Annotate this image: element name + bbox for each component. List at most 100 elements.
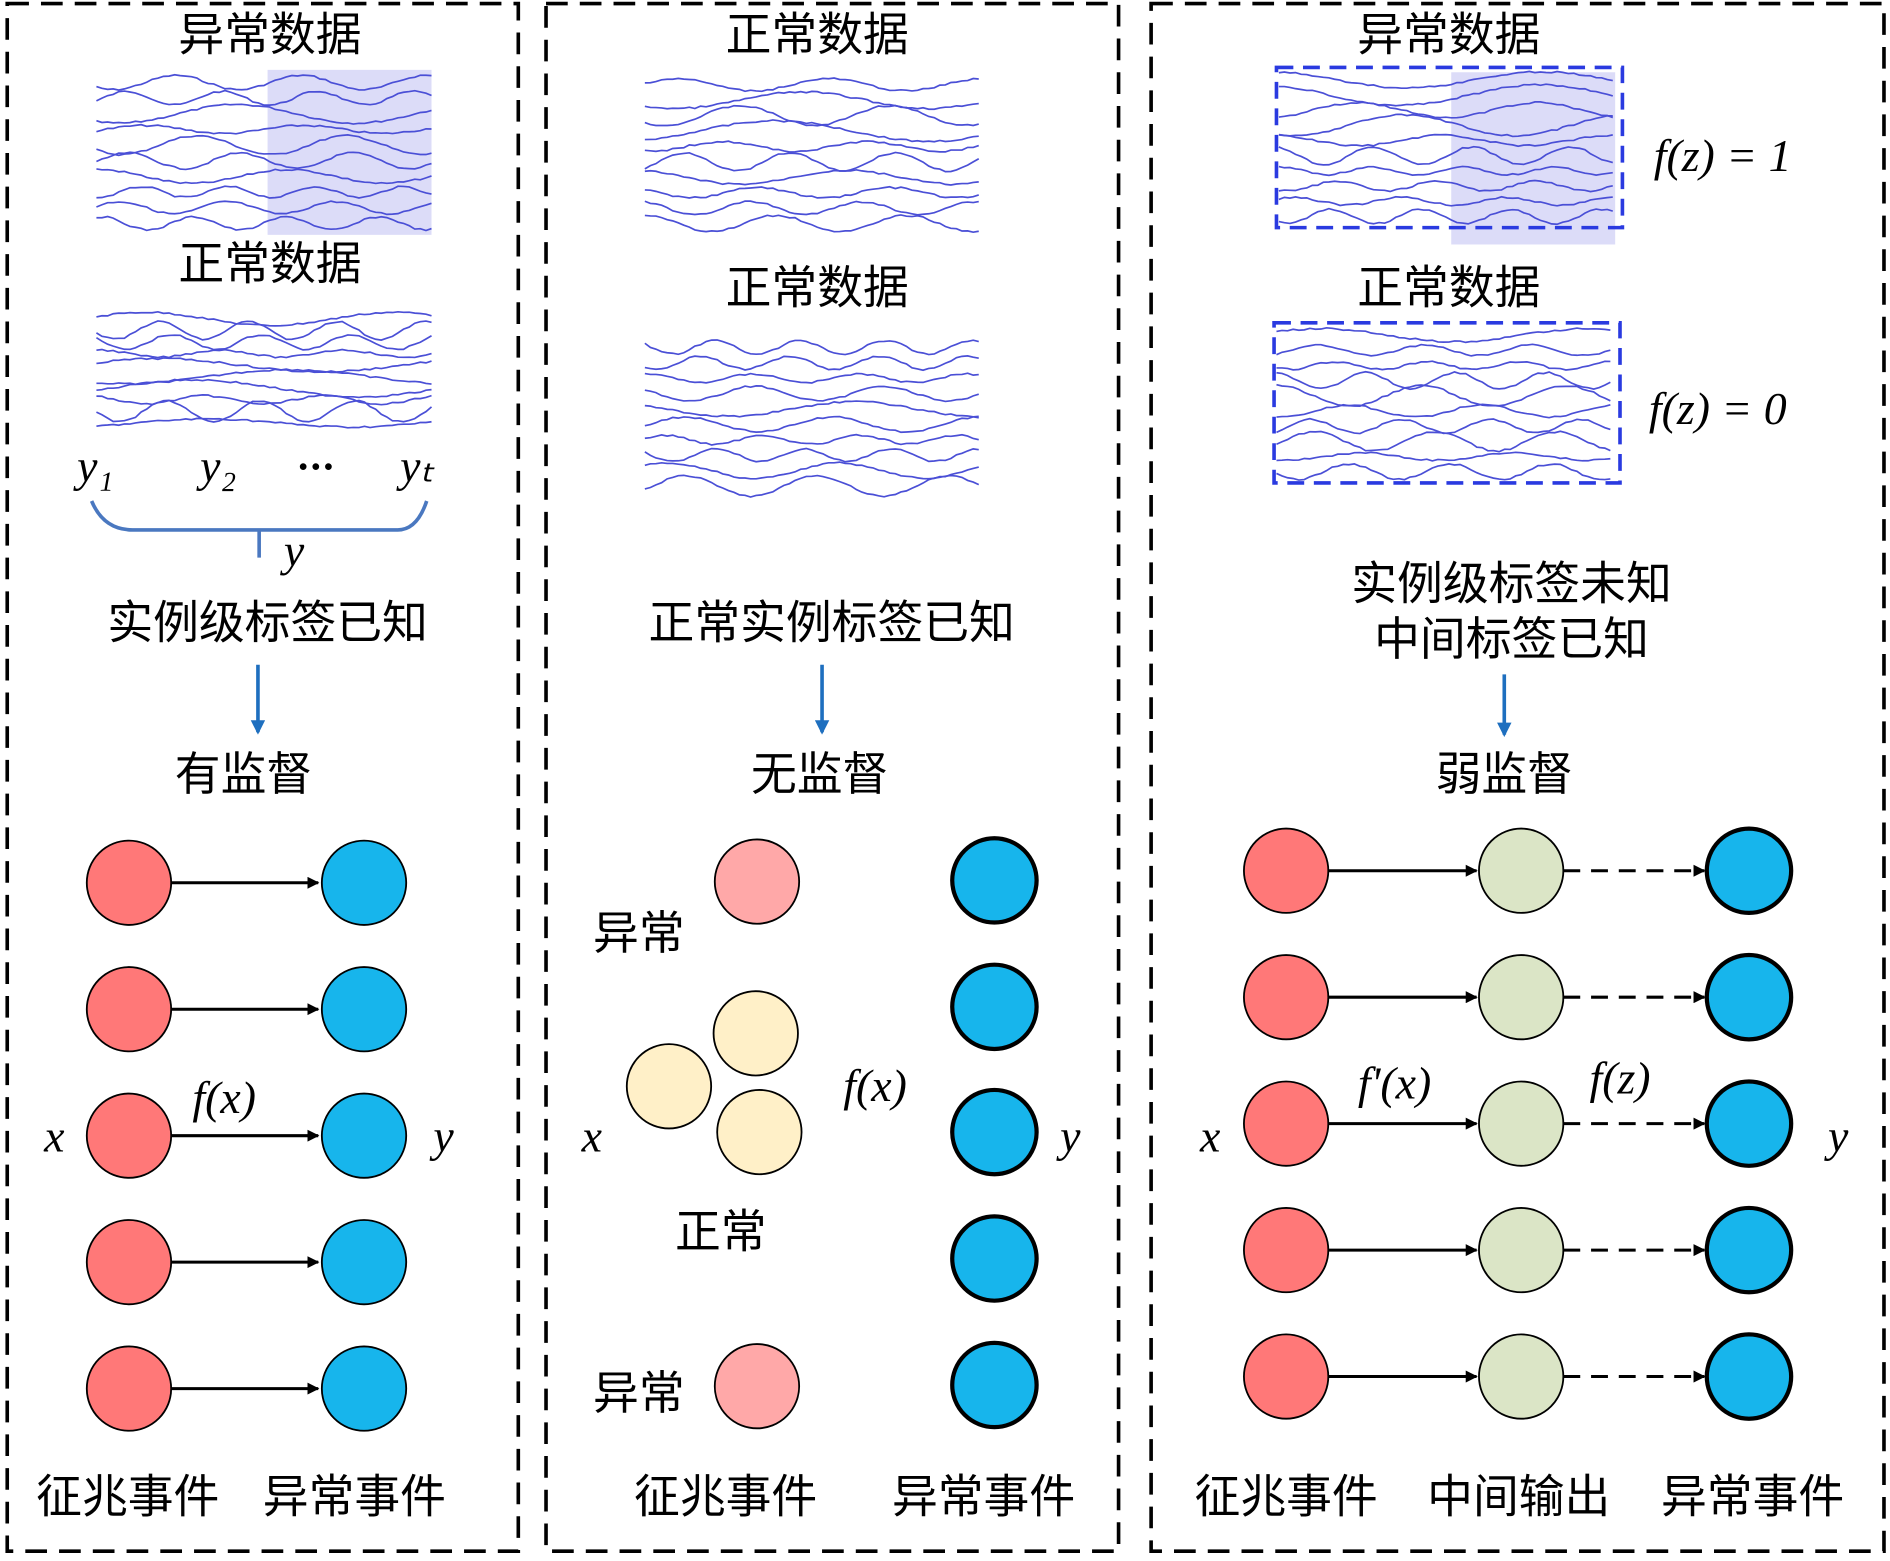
anomaly-events-label: 异常事件 bbox=[263, 1471, 446, 1524]
instance-label-known-text: 实例级标签已知 bbox=[107, 596, 428, 649]
time-series-line bbox=[1278, 179, 1613, 193]
anomalous-precursor-node bbox=[713, 1343, 801, 1430]
panel-weakly-supervised-frame bbox=[1149, 1, 1886, 1553]
label-fx: f(x) bbox=[843, 1060, 907, 1111]
anomaly-event-node bbox=[950, 1340, 1039, 1430]
label-x: x bbox=[581, 1110, 602, 1161]
anomaly-event-node bbox=[320, 1092, 408, 1179]
time-series-line bbox=[644, 140, 980, 153]
time-series-line bbox=[1276, 326, 1611, 344]
precursor-events-label: 征兆事件 bbox=[1195, 1471, 1378, 1524]
normal-precursor-node bbox=[712, 990, 799, 1077]
time-series-line bbox=[644, 168, 979, 186]
anomalous-data-title: 异常数据 bbox=[1357, 9, 1540, 62]
time-series-line bbox=[96, 215, 432, 232]
time-series-line bbox=[96, 368, 432, 386]
method-weakly-supervised: 弱监督 bbox=[1436, 748, 1573, 801]
time-series-line bbox=[644, 90, 979, 111]
anomaly-event-node bbox=[1704, 952, 1794, 1042]
anomaly-event-node bbox=[950, 962, 1039, 1052]
time-series-line bbox=[96, 168, 432, 185]
anomaly-event-node bbox=[320, 1219, 408, 1306]
label-yt: yₜ bbox=[396, 441, 435, 492]
brace bbox=[89, 500, 429, 558]
precursor-event-node bbox=[85, 839, 173, 926]
time-series-line bbox=[96, 123, 432, 135]
time-series-line bbox=[644, 104, 979, 127]
time-series-line bbox=[644, 214, 979, 234]
normal-bag-box bbox=[1272, 320, 1622, 485]
time-series-line bbox=[644, 372, 979, 384]
anomaly-label-top: 异常 bbox=[593, 907, 685, 960]
intermediate-output-node bbox=[1478, 1207, 1565, 1294]
anomalous-precursor-node bbox=[713, 838, 801, 925]
time-series-line bbox=[1276, 430, 1611, 453]
time-series-line bbox=[96, 134, 432, 157]
time-series-line bbox=[1276, 343, 1611, 357]
anomaly-event-node bbox=[320, 839, 408, 926]
normal-label-known-text: 正常实例标签已知 bbox=[649, 596, 1015, 649]
time-series-line bbox=[96, 200, 432, 216]
anomaly-event-node bbox=[1704, 1205, 1794, 1295]
method-supervised: 有监督 bbox=[175, 748, 312, 801]
anomaly-event-node bbox=[950, 1214, 1039, 1303]
time-series-line bbox=[644, 461, 979, 480]
time-series-line bbox=[96, 103, 432, 125]
time-series-line bbox=[644, 400, 979, 418]
anomaly-event-node bbox=[320, 1345, 408, 1432]
anomalous-bag-box bbox=[1274, 65, 1625, 230]
anomaly-event-node bbox=[1704, 1079, 1794, 1168]
time-series-plot bbox=[95, 310, 433, 429]
time-series-line bbox=[96, 399, 433, 423]
time-series-line bbox=[644, 415, 979, 434]
ellipsis: ··· bbox=[297, 445, 335, 488]
time-series-line bbox=[95, 334, 432, 351]
precursor-event-node bbox=[85, 966, 173, 1053]
label-x: x bbox=[43, 1110, 64, 1161]
precursor-event-node bbox=[85, 1219, 173, 1306]
fz-equals-1: f(z) = 1 bbox=[1654, 130, 1792, 181]
anomaly-highlight bbox=[1451, 72, 1616, 245]
time-series-line bbox=[644, 355, 979, 372]
normal-label: 正常 bbox=[675, 1206, 767, 1259]
time-series-line bbox=[644, 185, 979, 199]
time-series-line bbox=[96, 185, 432, 199]
intermediate-label-known-text: 中间标签已知 bbox=[1374, 613, 1649, 666]
normal-precursor-node bbox=[625, 1043, 713, 1130]
time-series-line bbox=[1276, 360, 1611, 371]
intermediate-output-node bbox=[1478, 1333, 1565, 1420]
time-series-line bbox=[1276, 451, 1611, 462]
anomaly-event-node bbox=[1704, 826, 1794, 915]
time-series-plot bbox=[644, 339, 980, 498]
time-series-line bbox=[1276, 383, 1611, 407]
precursor-event-node bbox=[1243, 1207, 1330, 1294]
time-series-line bbox=[644, 385, 979, 403]
time-series-line bbox=[1276, 370, 1611, 391]
time-series-line bbox=[96, 378, 432, 399]
precursor-event-node bbox=[1243, 827, 1330, 914]
precursor-event-node bbox=[1243, 954, 1330, 1041]
intermediate-output-label: 中间输出 bbox=[1427, 1471, 1610, 1524]
label-fz: f(z) bbox=[1589, 1053, 1650, 1104]
time-series-line bbox=[96, 89, 432, 106]
time-series-line bbox=[96, 417, 432, 429]
normal-data-title: 正常数据 bbox=[1357, 262, 1540, 315]
time-series-plot bbox=[1278, 70, 1614, 226]
normal-precursor-node bbox=[716, 1089, 803, 1176]
anomaly-events-label: 异常事件 bbox=[1661, 1471, 1844, 1524]
time-series-line bbox=[96, 357, 432, 374]
precursor-event-node bbox=[1243, 1333, 1330, 1420]
time-series-line bbox=[1278, 113, 1613, 138]
instance-label-unknown-text: 实例级标签未知 bbox=[1351, 558, 1672, 611]
time-series-line bbox=[95, 320, 432, 341]
precursor-events-label: 征兆事件 bbox=[634, 1471, 817, 1524]
time-series-line bbox=[644, 200, 979, 216]
anomaly-event-node bbox=[950, 836, 1039, 925]
intermediate-output-node bbox=[1478, 1080, 1565, 1167]
normal-data-title: 正常数据 bbox=[726, 262, 909, 315]
anomaly-event-node bbox=[950, 1087, 1039, 1177]
precursor-event-node bbox=[1243, 1080, 1330, 1167]
anomalous-data-title: 异常数据 bbox=[178, 9, 361, 62]
